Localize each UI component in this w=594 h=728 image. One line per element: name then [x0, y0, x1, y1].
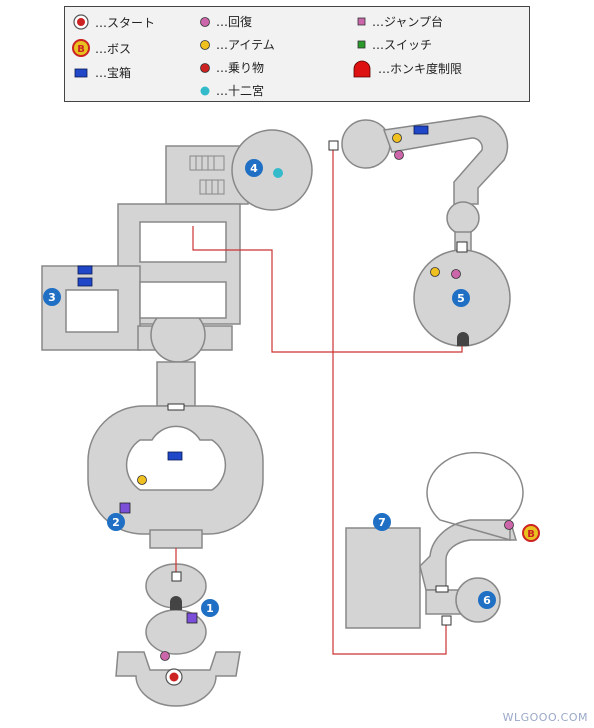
room-loop-ring	[426, 451, 524, 541]
item-icon	[392, 133, 402, 143]
room-question-corridor	[382, 115, 509, 205]
room-area-7	[345, 527, 421, 629]
boss-icon: B	[522, 524, 540, 542]
area-marker-3: 3	[43, 288, 61, 306]
treasure-chest-icon	[77, 277, 93, 287]
item-icon	[137, 475, 147, 485]
stairs	[189, 155, 225, 195]
legend-label-honki-limit: …ホンキ度制限	[378, 62, 463, 76]
legend-label-jump-pad: …ジャンプ台	[372, 15, 444, 29]
area-marker-1: 1	[201, 599, 219, 617]
boss-letter: B	[527, 529, 535, 540]
boss-icon: B	[72, 39, 90, 57]
room-area-4	[231, 129, 313, 211]
legend-label-recovery: …回復	[216, 15, 253, 29]
treasure-chest-icon	[413, 125, 429, 135]
legend-label-item: …アイテム	[216, 38, 275, 52]
item-icon	[200, 40, 210, 50]
honki-limit-door-icon	[457, 332, 469, 346]
svg-text:2: 2	[112, 516, 120, 529]
treasure-chest-icon	[74, 68, 88, 78]
treasure-chest-icon	[167, 451, 183, 461]
jump-pad-icon	[357, 17, 366, 26]
recovery-point-icon	[160, 651, 170, 661]
void-upper-1	[139, 221, 227, 263]
area-marker-5: 5	[452, 289, 470, 307]
switch-icon	[357, 40, 366, 49]
boss-letter: B	[77, 44, 85, 55]
vehicle-icon	[200, 63, 210, 73]
svg-text:1: 1	[206, 602, 214, 615]
svg-text:7: 7	[378, 516, 386, 529]
doors	[167, 140, 468, 626]
room-top-round	[341, 119, 391, 169]
zodiac-icon	[273, 168, 283, 178]
room-small-round	[446, 201, 480, 235]
room-loop-corridor	[419, 519, 518, 591]
zodiac-icon	[200, 86, 210, 96]
item-icon	[430, 267, 440, 277]
treasure-chest-icon	[77, 265, 93, 275]
start-icon	[165, 668, 183, 686]
svg-text:5: 5	[457, 292, 465, 305]
honki-limit-door-icon	[170, 596, 182, 610]
legend-label-zodiac: …十二宮	[216, 84, 265, 98]
legend-label-chest: …宝箱	[95, 66, 132, 80]
void-upper-2	[139, 281, 227, 319]
connector-lines	[175, 146, 463, 655]
honki-limit-door-icon	[353, 60, 371, 78]
recovery-point-icon	[394, 150, 404, 160]
svg-text:4: 4	[250, 162, 258, 175]
legend-label-switch: …スイッチ	[372, 38, 433, 52]
room-ring-exit	[149, 529, 203, 549]
area-marker-4: 4	[245, 159, 263, 177]
jump-pad-icon	[186, 612, 198, 624]
svg-text:3: 3	[48, 291, 56, 304]
area-marker-2: 2	[107, 513, 125, 531]
recovery-point-icon	[451, 269, 461, 279]
jump-pad-icon	[119, 502, 131, 514]
area-marker-7: 7	[373, 513, 391, 531]
start-icon	[73, 14, 89, 30]
svg-text:6: 6	[483, 594, 491, 607]
legend-icons: B	[72, 14, 371, 96]
area-marker-6: 6	[478, 591, 496, 609]
legend-label-start: …スタート	[95, 16, 156, 30]
recovery-point-icon	[504, 520, 514, 530]
recovery-point-icon	[200, 17, 210, 27]
legend-label-boss: …ボス	[95, 42, 132, 56]
legend-label-vehicle: …乗り物	[216, 61, 265, 75]
room-corridor-down	[156, 361, 196, 407]
map-legend: B …スタート …ボス …宝箱 …回復 …アイテム …乗り物 …十二宮 …ジャン…	[64, 6, 530, 102]
watermark: WLGOOO.COM	[502, 711, 588, 724]
void-left-wing	[65, 289, 119, 333]
